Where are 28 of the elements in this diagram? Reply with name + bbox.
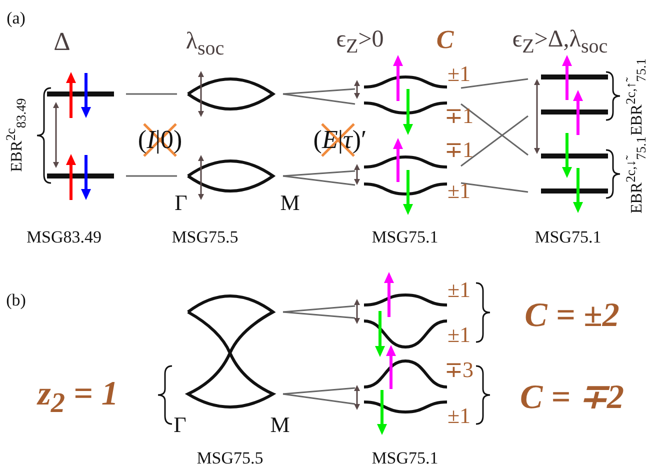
chern-number: ∓3 [444, 359, 474, 381]
panel-label: (b) [6, 292, 26, 308]
parameter-label: ϵ$_{Z}$>Δ,λ$_{soc}$ [512, 28, 608, 56]
group-label: MSG75.5 [172, 228, 238, 246]
group-label: MSG75.1 [534, 228, 602, 246]
momentum-label: M [280, 192, 300, 214]
parameter-label: λ$_{soc}$ [186, 30, 224, 58]
group-label: MSG75.1 [372, 228, 438, 246]
group-label: MSG75.1 [372, 450, 438, 466]
chern-total: C = ±2 [524, 299, 620, 333]
chern-number: ±1 [447, 324, 471, 346]
panel-label: (a) [6, 10, 26, 26]
parameter-label: Δ [54, 29, 70, 55]
invariant-label: z$_{2}$ = 1 [38, 377, 118, 419]
chern-total: C = ∓2 [520, 381, 624, 415]
chern-number: ±1 [447, 405, 471, 427]
parameter-label: ϵ$_{Z}$>0 [336, 28, 384, 56]
momentum-label: Γ [174, 414, 186, 436]
chern-number: ±1 [447, 279, 471, 301]
chern-symbol: C [436, 27, 454, 53]
momentum-label: Γ [174, 192, 188, 214]
momentum-label: M [270, 414, 290, 436]
group-label: MSG75.5 [196, 450, 264, 466]
group-label: MSG83.49 [26, 228, 102, 246]
chern-number: ±1 [447, 63, 471, 85]
chern-number: ∓1 [444, 105, 474, 127]
chern-number: ∓1 [444, 139, 474, 161]
chern-number: ±1 [447, 180, 471, 202]
